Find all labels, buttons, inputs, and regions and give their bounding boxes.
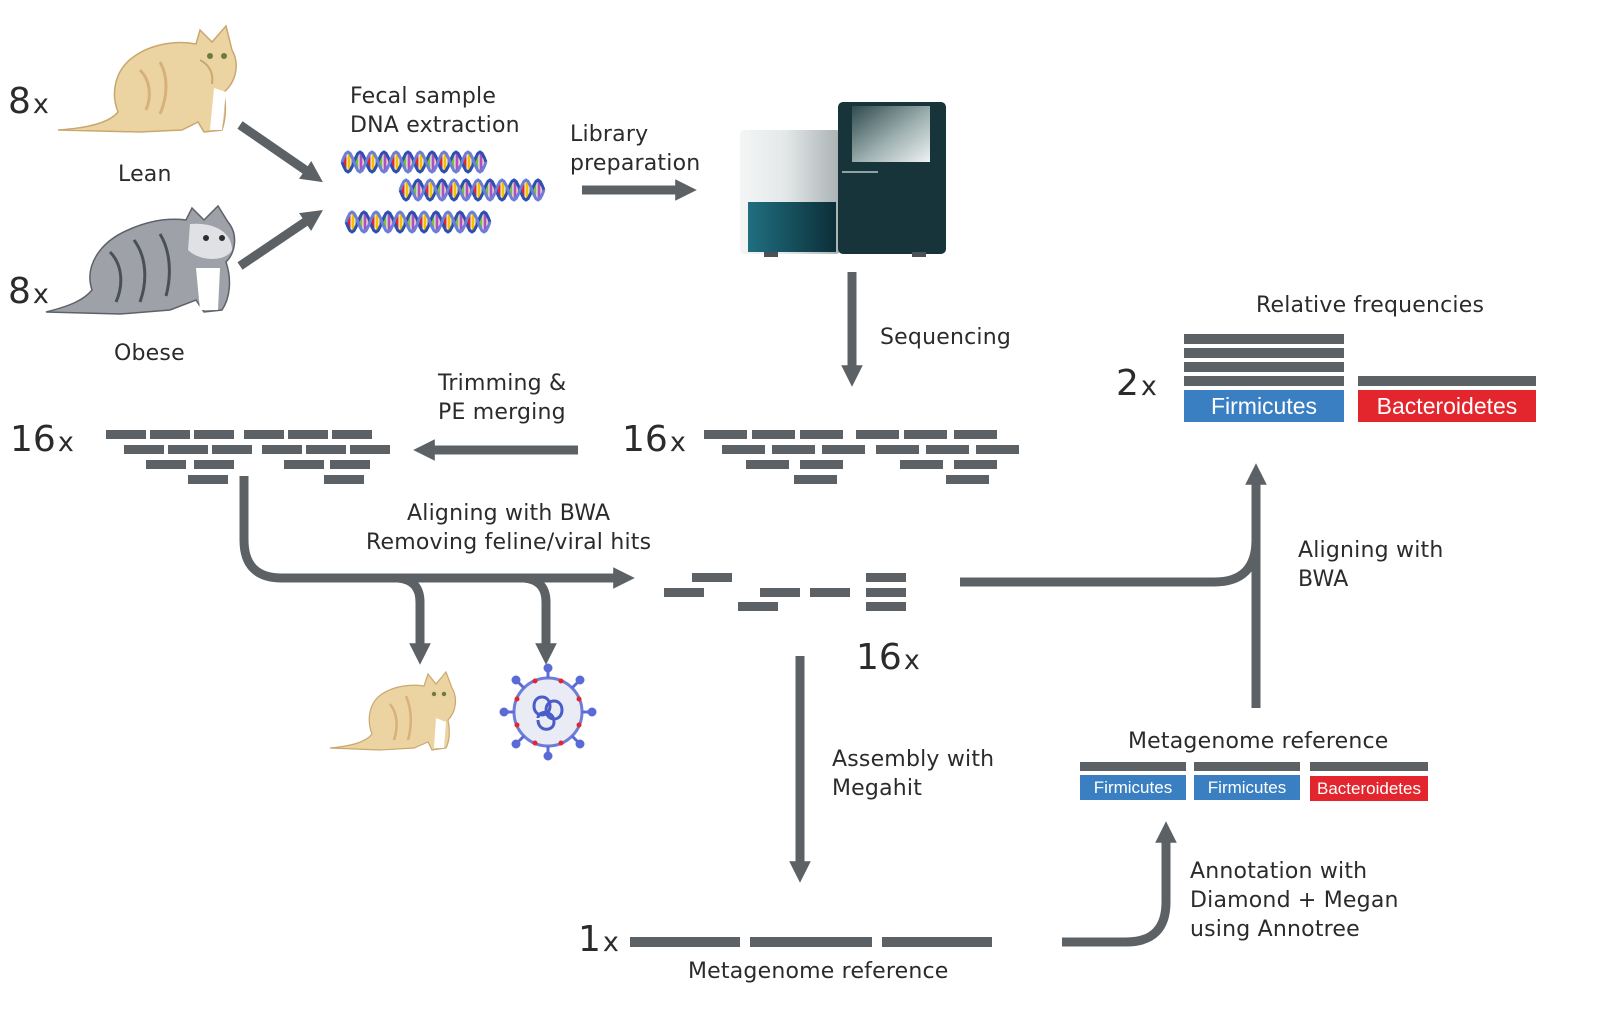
trimmed-reads-count: 16x [10, 419, 74, 460]
frequency-firmicutes-tag: Firmicutes [1184, 390, 1344, 422]
assembly-count: 1x [578, 919, 619, 960]
annotated-reference-label: Metagenome reference [1128, 729, 1389, 754]
lean-label: Lean [118, 162, 172, 187]
annotation-arrow [1062, 821, 1177, 947]
raw-reads-fragments [704, 430, 1019, 484]
obese-to-extraction-arrow [237, 209, 323, 270]
dna-strand [344, 210, 492, 234]
trimming-label: Trimming &PE merging [438, 371, 567, 425]
frequency-stack-bars [1184, 334, 1536, 386]
metagenome-reference-label: Metagenome reference [688, 959, 949, 984]
obese-label: Obese [114, 341, 185, 366]
dna-strand [398, 178, 546, 202]
reference-bacteroidetes-tag: Bacteroidetes [1310, 776, 1428, 801]
relative-frequencies-title: Relative frequencies [1256, 293, 1485, 318]
obese-count: 8x [8, 271, 49, 312]
lean-cat-icon [57, 24, 237, 133]
sequencer-machine-icon [740, 102, 946, 257]
dna-helix-icon [340, 150, 546, 234]
raw-reads-count: 16x [622, 419, 686, 460]
frequency-bacteroidetes-tag: Bacteroidetes [1358, 390, 1536, 422]
feline-hits-arrow [397, 573, 431, 665]
obese-cat-icon [45, 204, 236, 315]
viral-hits-arrow [523, 573, 557, 665]
aligning-bwa-arrow [239, 476, 635, 589]
filtered-reads-count: 16x [856, 637, 920, 678]
dna-strand [340, 150, 488, 174]
lean-to-extraction-arrow [237, 121, 323, 183]
annotated-reference-bars [1080, 762, 1428, 771]
feline-hits-cat-icon [329, 670, 457, 751]
trimmed-reads-fragments [106, 430, 390, 484]
reference-firmicutes-tag-2: Firmicutes [1194, 775, 1300, 800]
filtered-reads-merge-arrow [960, 539, 1261, 587]
virus-icon [499, 663, 597, 761]
frequencies-count: 2x [1116, 363, 1157, 404]
lean-count: 8x [8, 81, 49, 122]
assembled-contigs [630, 937, 992, 947]
filtered-reads-fragments [664, 573, 906, 611]
sequencing-label: Sequencing [880, 325, 1012, 350]
reference-firmicutes-tag-1: Firmicutes [1080, 775, 1186, 800]
